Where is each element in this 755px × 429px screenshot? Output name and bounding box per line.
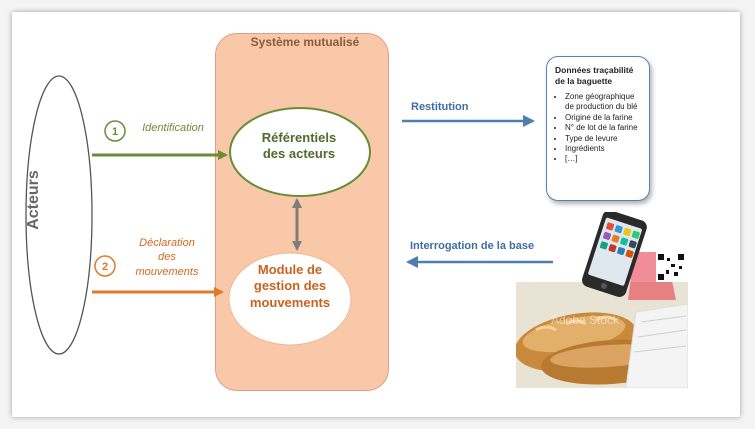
interrogation-label: Interrogation de la base — [410, 240, 535, 252]
actors-label: Acteurs — [25, 170, 42, 230]
card-item: Zone géographique de production du blé — [565, 92, 643, 113]
referentiels-label: Référentiels des acteurs — [261, 130, 337, 162]
restitution-label: Restitution — [411, 101, 469, 113]
step-1-circle — [104, 120, 126, 142]
actors-ellipse — [25, 75, 93, 355]
traceability-card: Données traçabilité de la baguette Zone … — [546, 56, 650, 201]
module-label: Module de gestion des mouvements — [249, 262, 331, 310]
step-1-number: 1 — [112, 126, 118, 138]
card-item: N° de lot de la farine — [565, 123, 643, 133]
identification-label: Identification — [142, 122, 204, 134]
step-2-number: 2 — [102, 261, 108, 273]
card-list: Zone géographique de production du blé O… — [555, 92, 643, 165]
baguette-phone-photo: Adobe Stock — [516, 212, 688, 388]
referentiels-ellipse — [229, 107, 371, 197]
card-item: Origine de la farine — [565, 113, 643, 123]
system-title: Système mutualisé — [250, 35, 360, 49]
card-item: […] — [565, 154, 643, 164]
card-item: Type de levure — [565, 134, 643, 144]
step-2-circle — [94, 255, 116, 277]
card-title: Données traçabilité de la baguette — [555, 65, 634, 87]
card-item: Ingrédients — [565, 144, 643, 154]
svg-text:Adobe Stock: Adobe Stock — [551, 313, 620, 327]
module-ellipse — [228, 252, 352, 346]
declaration-label: Déclaration des mouvements — [135, 237, 199, 278]
